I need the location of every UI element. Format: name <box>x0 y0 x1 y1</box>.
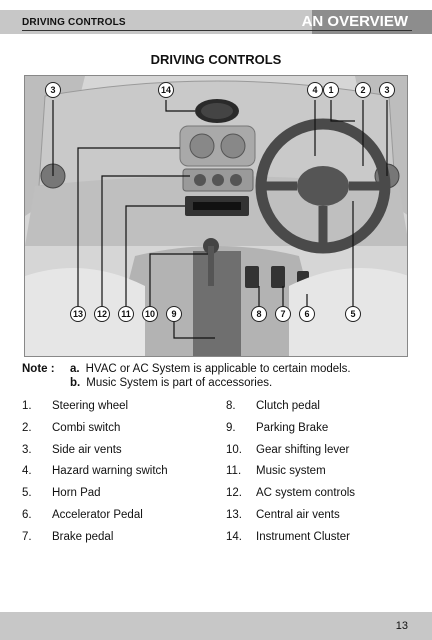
legend-label: Side air vents <box>52 443 122 456</box>
note-label: Note : <box>22 363 55 375</box>
legend-label: AC system controls <box>256 487 356 500</box>
header-rule <box>22 30 412 31</box>
note-text: HVAC or AC System is applicable to certa… <box>85 363 351 375</box>
legend-number: 4. <box>22 465 32 478</box>
legend-item: 3. Side air vents <box>22 444 222 466</box>
legend-label: Clutch pedal <box>256 400 320 412</box>
driving-controls-photo: 3 14 4 1 2 3 13 12 11 10 9 8 7 6 5 <box>24 75 408 357</box>
callout-ac-system-controls: 12 <box>94 306 110 322</box>
legend-item: 7. Brake pedal <box>22 531 222 553</box>
legend-number: 3. <box>22 443 32 456</box>
legend-label: Accelerator Pedal <box>52 508 143 521</box>
callout-instrument-cluster: 14 <box>158 82 174 98</box>
legend-number: 9. <box>226 421 236 434</box>
callout-side-air-vent-left: 3 <box>45 82 61 98</box>
legend-item: 9. Parking Brake <box>226 422 426 444</box>
callout-music-system: 11 <box>118 306 134 322</box>
legend-number: 2. <box>22 421 32 434</box>
page-footer: 13 <box>0 612 432 640</box>
legend-label: Horn Pad <box>52 487 101 500</box>
callout-accelerator-pedal: 6 <box>299 306 315 322</box>
section-label: DRIVING CONTROLS <box>22 17 126 28</box>
legend-item: 14. Instrument Cluster <box>226 531 426 553</box>
legend-item: 10. Gear shifting lever <box>226 444 426 466</box>
legend-label: Music system <box>256 465 326 478</box>
callout-central-air-vents: 13 <box>70 306 86 322</box>
legend-number: 10. <box>226 443 242 456</box>
note-text: Music System is part of accessories. <box>86 377 273 389</box>
legend-label: Gear shifting lever <box>256 443 350 456</box>
note-marker: a. <box>70 363 80 375</box>
callout-brake-pedal: 7 <box>275 306 291 322</box>
legend-item: 13. Central air vents <box>226 509 426 531</box>
legend-item: 6. Accelerator Pedal <box>22 509 222 531</box>
dashboard-illustration <box>25 76 407 356</box>
callout-clutch-pedal: 8 <box>251 306 267 322</box>
legend-number: 1. <box>22 400 32 412</box>
note-marker: b. <box>70 377 81 389</box>
legend-label: Instrument Cluster <box>256 530 350 543</box>
callout-combi-switch: 2 <box>355 82 371 98</box>
legend-label: Steering wheel <box>52 400 129 412</box>
legend-item: 5. Horn Pad <box>22 487 222 509</box>
page-title: DRIVING CONTROLS <box>150 52 282 67</box>
legend-left-column: 1. Steering wheel 2. Combi switch 3. Side a… <box>22 400 222 553</box>
page-number: 13 <box>395 620 408 632</box>
legend-item: 2. Combi switch <box>22 422 222 444</box>
legend-right-column: 8. Clutch pedal 9. Parking Brake 10. Gear s… <box>226 400 426 553</box>
chapter-title: AN OVERVIEW <box>301 13 408 30</box>
legend-label: Parking Brake <box>256 421 329 434</box>
legend-item: 12. AC system controls <box>226 487 426 509</box>
callout-gear-shifting-lever: 10 <box>142 306 158 322</box>
callout-parking-brake: 9 <box>166 306 182 322</box>
legend-label: Hazard warning switch <box>52 465 168 478</box>
callout-steering-wheel: 1 <box>323 82 339 98</box>
note-item: b. Music System is part of accessories. <box>70 377 272 389</box>
legend-item: 1. Steering wheel <box>22 400 222 422</box>
legend-item: 4. Hazard warning switch <box>22 465 222 487</box>
legend-number: 11. <box>226 465 242 478</box>
callout-horn-pad: 5 <box>345 306 361 322</box>
legend-label: Central air vents <box>256 508 340 521</box>
legend-label: Combi switch <box>52 421 121 434</box>
page-header: DRIVING CONTROLS AN OVERVIEW <box>0 0 432 40</box>
callout-hazard-warning-switch: 4 <box>307 82 323 98</box>
legend-number: 8. <box>226 400 236 412</box>
legend-number: 5. <box>22 487 32 500</box>
legend-number: 7. <box>22 530 32 543</box>
callout-side-air-vent-right: 3 <box>379 82 395 98</box>
legend-label: Brake pedal <box>52 530 114 543</box>
legend-number: 12. <box>226 487 242 500</box>
legend-item: 11. Music system <box>226 465 426 487</box>
legend-item: 8. Clutch pedal <box>226 400 426 422</box>
legend-number: 6. <box>22 508 32 521</box>
note-item: a. HVAC or AC System is applicable to cer… <box>70 363 351 375</box>
legend-number: 14. <box>226 530 242 543</box>
legend-number: 13. <box>226 508 242 521</box>
